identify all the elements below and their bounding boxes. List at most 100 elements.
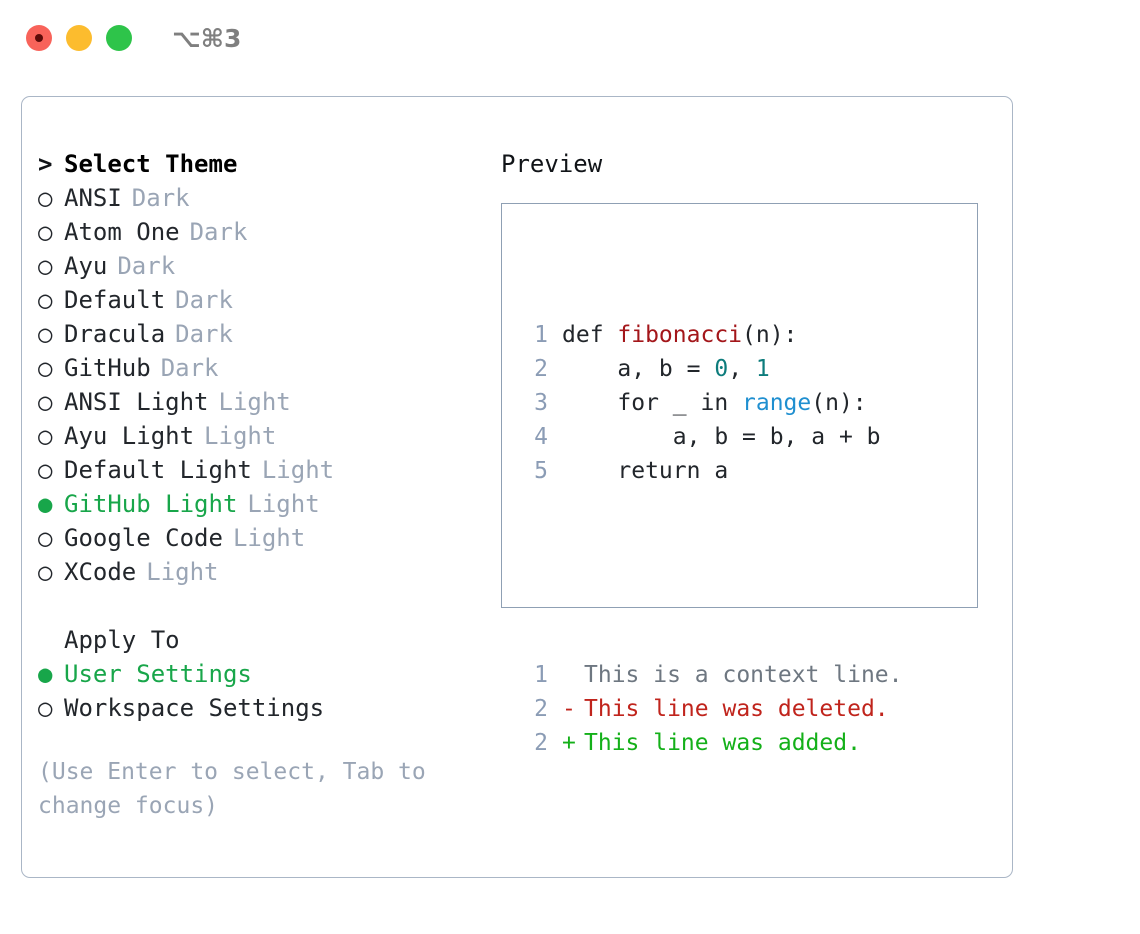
code-token: 1 xyxy=(755,356,770,382)
apply-to-label: Apply To xyxy=(64,626,180,654)
diff-marker xyxy=(562,658,584,692)
radio-unselected-icon: ○ xyxy=(38,354,53,382)
line-number: 2 xyxy=(534,356,548,382)
theme-list-item[interactable]: ○ Atom One Dark xyxy=(38,215,488,249)
select-theme-heading: > Select Theme xyxy=(38,147,488,181)
theme-list-item[interactable]: ○ XCode Light xyxy=(38,555,488,589)
theme-list-item[interactable]: ○ Google Code Light xyxy=(38,521,488,555)
code-line: 3 for _ in range(n): xyxy=(522,386,903,420)
diff-line: 1 This is a context line. xyxy=(522,658,903,692)
theme-variant-tag: Light xyxy=(261,456,335,484)
diff-line: 2-This line was deleted. xyxy=(522,692,903,726)
theme-name: Atom One xyxy=(64,218,180,246)
code-token: fibonacci xyxy=(617,322,743,348)
theme-name: Dracula xyxy=(64,320,166,348)
diff-marker: - xyxy=(562,696,576,722)
code-token: return a xyxy=(562,458,729,484)
theme-name: GitHub Light xyxy=(64,490,238,518)
theme-list-item[interactable]: ○ Default Light Light xyxy=(38,453,488,487)
apply-to-name: Workspace Settings xyxy=(64,694,325,722)
traffic-lights xyxy=(26,25,132,51)
theme-variant-tag: Dark xyxy=(160,354,219,382)
line-number: 2 xyxy=(534,730,548,756)
line-number: 1 xyxy=(534,322,548,348)
theme-name: GitHub xyxy=(64,354,151,382)
radio-unselected-icon: ○ xyxy=(38,524,53,552)
radio-unselected-icon: ○ xyxy=(38,558,53,586)
theme-list-item[interactable]: ○ Ayu Dark xyxy=(38,249,488,283)
theme-variant-tag: Dark xyxy=(189,218,248,246)
line-number: 2 xyxy=(534,696,548,722)
code-token: for _ in xyxy=(562,390,743,416)
theme-list-item[interactable]: ○ Dracula Dark xyxy=(38,317,488,351)
caret-icon: > xyxy=(38,150,53,178)
code-line: 5 return a xyxy=(522,454,903,488)
zoom-button[interactable] xyxy=(106,25,132,51)
theme-name: ANSI xyxy=(64,184,122,212)
theme-name: Default Light xyxy=(64,456,252,484)
apply-to-item[interactable]: ○ Workspace Settings xyxy=(38,691,488,725)
theme-list-item[interactable]: ○ GitHub Dark xyxy=(38,351,488,385)
theme-name: Google Code xyxy=(64,524,223,552)
theme-name: Ayu Light xyxy=(64,422,195,450)
list-spacer xyxy=(38,589,488,623)
code-token: (n): xyxy=(742,322,798,348)
close-button[interactable] xyxy=(26,25,52,51)
diff-text: This is a context line. xyxy=(584,662,903,688)
code-token: , xyxy=(728,356,756,382)
radio-selected-icon: ● xyxy=(38,490,53,518)
line-number: 4 xyxy=(534,424,548,450)
apply-to-item[interactable]: ●User Settings xyxy=(38,657,488,691)
theme-variant-tag: Dark xyxy=(131,184,190,212)
code-token: range xyxy=(742,390,812,416)
preview-title: Preview xyxy=(501,150,603,178)
line-number: 1 xyxy=(534,662,548,688)
theme-variant-tag: Dark xyxy=(175,320,233,348)
radio-unselected-icon: ○ xyxy=(38,286,53,314)
theme-variant-tag: Light xyxy=(204,422,277,450)
code-diff-spacer xyxy=(522,556,903,590)
theme-variant-tag: Dark xyxy=(117,252,176,280)
radio-unselected-icon: ○ xyxy=(38,184,53,212)
code-line: 4 a, b = b, a + b xyxy=(522,420,903,454)
theme-list-item[interactable]: ○ ANSI Dark xyxy=(38,181,488,215)
radio-unselected-icon: ○ xyxy=(38,320,53,348)
code-token: 0 xyxy=(714,356,729,382)
diff-block: 1 This is a context line.2-This line was… xyxy=(522,658,903,760)
diff-line: 2+This line was added. xyxy=(522,726,903,760)
line-number: 5 xyxy=(534,458,548,484)
apply-to-bullet-placeholder: ○ xyxy=(38,623,64,657)
radio-unselected-icon: ○ xyxy=(38,218,53,246)
window-shortcut-label: ⌥⌘3 xyxy=(172,23,242,53)
radio-unselected-icon: ○ xyxy=(38,694,53,722)
theme-name: ANSI Light xyxy=(64,388,209,416)
keyboard-hint: (Use Enter to select, Tab to change focu… xyxy=(38,759,440,819)
radio-unselected-icon: ○ xyxy=(38,456,53,484)
line-number: 3 xyxy=(534,390,548,416)
code-line: 2 a, b = 0, 1 xyxy=(522,352,903,386)
theme-name: XCode xyxy=(64,558,137,586)
radio-unselected-icon: ○ xyxy=(38,252,53,280)
theme-variant-tag: Light xyxy=(218,388,291,416)
theme-variant-tag: Light xyxy=(146,558,219,586)
apply-to-heading: ○ Apply To xyxy=(38,623,488,657)
diff-text: This line was added. xyxy=(584,730,861,756)
diff-text: This line was deleted. xyxy=(584,696,889,722)
minimize-button[interactable] xyxy=(66,25,92,51)
theme-variant-tag: Light xyxy=(232,524,306,552)
theme-variant-tag: Dark xyxy=(175,286,233,314)
theme-name: Ayu xyxy=(64,252,108,280)
